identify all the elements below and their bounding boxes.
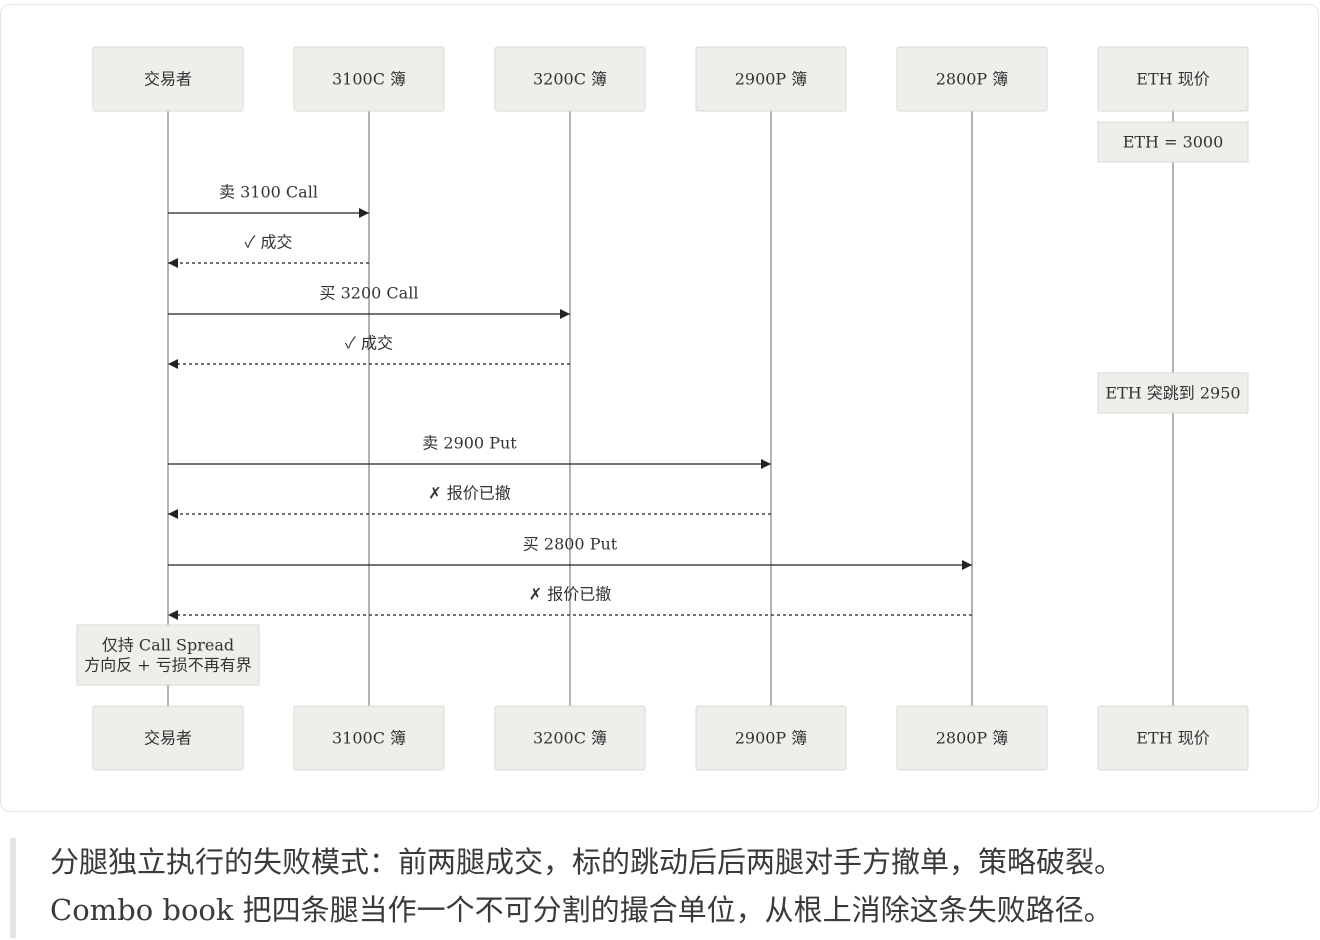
- message-label-7: 买 2800 Put: [523, 535, 618, 554]
- participant-label-eth-bottom: ETH 现价: [1136, 729, 1209, 748]
- participant-label-p2900-top: 2900P 簿: [735, 70, 808, 89]
- note-text-3-2: 方向反 + 亏损不再有界: [84, 656, 252, 675]
- participant-box-c3100-bottom: [293, 705, 445, 771]
- participant-box-c3100-top: [293, 46, 445, 112]
- participant-label-p2800-top: 2800P 簿: [936, 70, 1009, 89]
- participant-label-trader-bottom: 交易者: [144, 729, 192, 748]
- note-box-3: [76, 624, 260, 686]
- participant-box-p2800-top: [896, 46, 1048, 112]
- participant-box-p2900-bottom: [695, 705, 847, 771]
- quote-bar: [10, 838, 16, 938]
- note-box-1: [1097, 121, 1249, 163]
- note-box-2: [1097, 372, 1249, 414]
- note-text-2-1: ETH 突跳到 2950: [1105, 384, 1240, 403]
- participant-box-eth-bottom: [1097, 705, 1249, 771]
- participant-box-trader-bottom: [92, 705, 244, 771]
- message-label-1: 卖 3100 Call: [219, 183, 318, 202]
- participant-label-eth-top: ETH 现价: [1136, 70, 1209, 89]
- participant-box-trader-top: [92, 46, 244, 112]
- participant-label-p2900-bottom: 2900P 簿: [735, 729, 808, 748]
- message-label-2: ✓ 成交: [244, 233, 292, 252]
- note-text-3-1: 仅持 Call Spread: [102, 636, 234, 655]
- participant-box-c3200-top: [494, 46, 646, 112]
- participant-box-c3200-bottom: [494, 705, 646, 771]
- participant-label-c3100-top: 3100C 簿: [332, 70, 406, 89]
- message-label-8: ✗ 报价已撤: [529, 585, 612, 604]
- message-label-6: ✗ 报价已撤: [428, 484, 511, 503]
- caption-line-2: Combo book 把四条腿当作一个不可分割的撮合单位，从根上消除这条失败路径…: [50, 893, 1113, 927]
- message-label-3: 买 3200 Call: [320, 284, 419, 303]
- message-label-5: 卖 2900 Put: [422, 434, 517, 453]
- message-label-4: ✓ 成交: [345, 334, 393, 353]
- participant-label-c3200-top: 3200C 簿: [533, 70, 607, 89]
- participant-box-eth-top: [1097, 46, 1249, 112]
- participant-box-p2900-top: [695, 46, 847, 112]
- participant-label-c3200-bottom: 3200C 簿: [533, 729, 607, 748]
- caption-line-1: 分腿独立执行的失败模式：前两腿成交，标的跳动后后两腿对手方撤单，策略破裂。: [50, 845, 1124, 879]
- participant-box-p2800-bottom: [896, 705, 1048, 771]
- caption: 分腿独立执行的失败模式：前两腿成交，标的跳动后后两腿对手方撤单，策略破裂。 Co…: [50, 838, 1310, 934]
- participant-label-p2800-bottom: 2800P 簿: [936, 729, 1009, 748]
- participant-label-trader-top: 交易者: [144, 70, 192, 89]
- participant-label-c3100-bottom: 3100C 簿: [332, 729, 406, 748]
- note-text-1-1: ETH = 3000: [1123, 133, 1224, 152]
